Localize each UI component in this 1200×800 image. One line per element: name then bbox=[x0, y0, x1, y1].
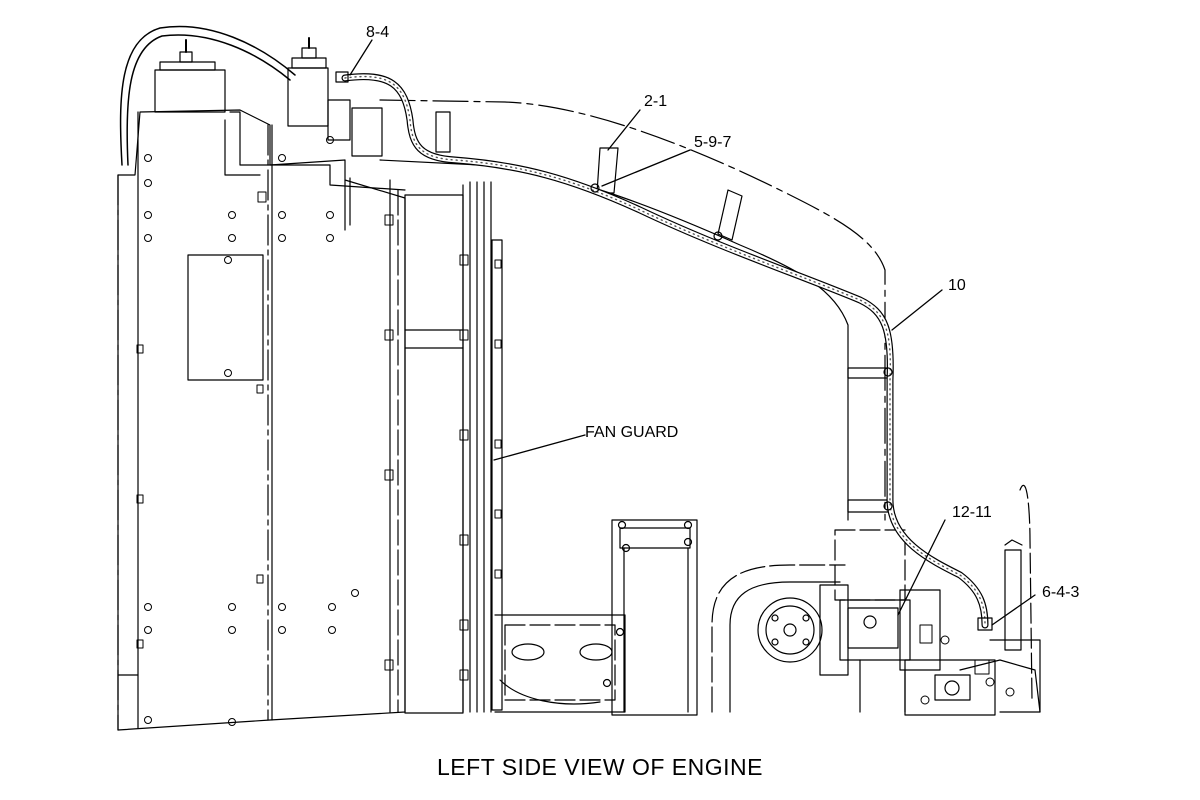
callout-leaders bbox=[349, 39, 1036, 626]
callout-fan-guard: FAN GUARD bbox=[585, 424, 679, 441]
overflow-tube bbox=[119, 25, 296, 166]
callout-8-4: 8-4 bbox=[366, 24, 390, 41]
callout-5-9-7: 5-9-7 bbox=[694, 134, 732, 151]
callout-6-4-3: 6-4-3 bbox=[1042, 584, 1080, 601]
lower-bracket bbox=[494, 519, 698, 716]
panel-rivets bbox=[144, 136, 359, 726]
radiator-side-panel bbox=[117, 109, 406, 731]
coolant-tanks bbox=[154, 37, 406, 231]
hose-assembly bbox=[335, 71, 993, 631]
callout-12-11: 12-11 bbox=[952, 504, 992, 521]
diagram-caption: LEFT SIDE VIEW OF ENGINE bbox=[437, 754, 763, 780]
fan-guard bbox=[404, 181, 503, 714]
callout-10: 10 bbox=[948, 277, 966, 294]
pump-assembly bbox=[711, 485, 1041, 716]
callout-2-1: 2-1 bbox=[644, 93, 668, 110]
air-intake-duct bbox=[379, 99, 906, 601]
